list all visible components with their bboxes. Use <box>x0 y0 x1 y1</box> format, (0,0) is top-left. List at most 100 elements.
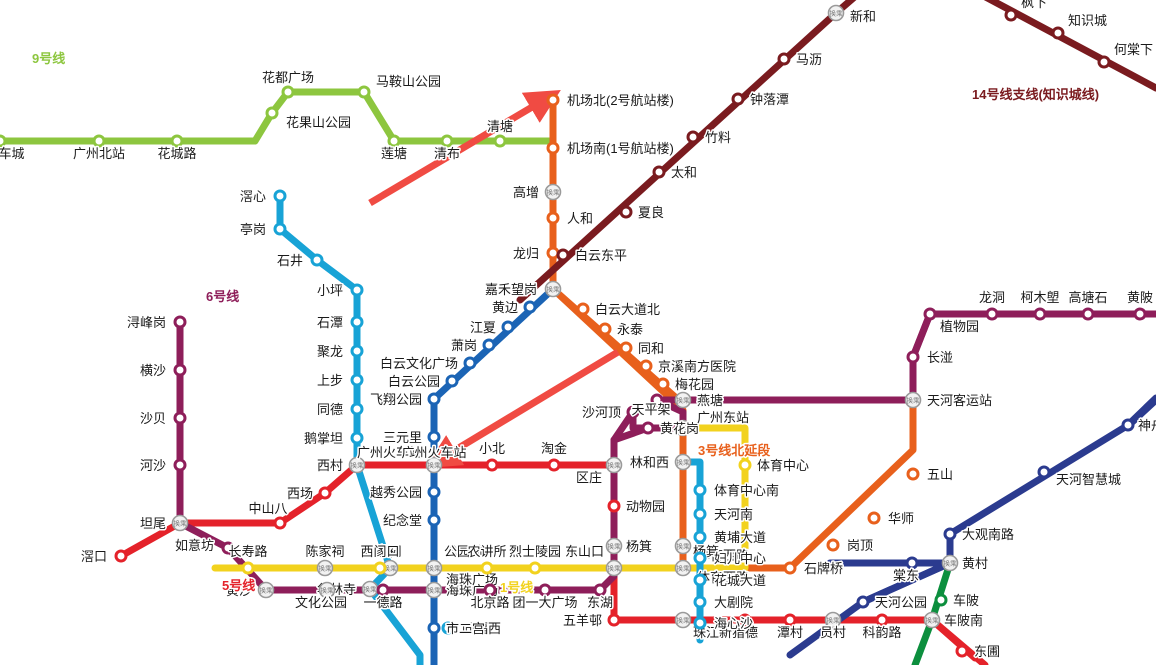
station-五山[interactable]: 五山 <box>906 466 955 484</box>
station-广州火车站[interactable]: 广州火车站 <box>400 444 468 462</box>
station-天河客运站[interactable]: 换乘天河客运站 <box>904 392 994 410</box>
station-长寿路[interactable]: 长寿路 <box>227 543 269 575</box>
station-人和[interactable]: 人和 <box>546 210 595 228</box>
station-体育中心[interactable]: 体育中心 <box>738 457 811 475</box>
station-烈士陵园[interactable]: 烈士陵园 <box>507 543 563 575</box>
station-何棠下[interactable]: 何棠下 <box>1097 41 1155 69</box>
station-梅花园[interactable]: 梅花园 <box>656 376 716 394</box>
station-花都汽车城[interactable]: 花都汽车城 <box>0 134 26 163</box>
station-钟落潭[interactable]: 钟落潭 <box>731 91 791 109</box>
station-西村[interactable]: 西村 <box>315 457 344 475</box>
station-龙洞[interactable]: 龙洞 <box>977 289 1007 321</box>
station-天平架[interactable]: 天平架 <box>630 393 672 419</box>
station-同福西[interactable]: 同福西 <box>441 620 503 638</box>
station-长湴[interactable]: 长湴 <box>906 349 955 367</box>
station-白云大道北[interactable]: 白云大道北 <box>576 301 662 319</box>
station-石井[interactable]: 石井 <box>275 252 324 270</box>
station-如意坊[interactable]: 如意坊 <box>173 537 235 555</box>
station-神舟路[interactable]: 神舟路 <box>1121 417 1156 435</box>
station-市二宫[interactable]: 市二宫 <box>427 620 487 638</box>
station-动物园[interactable]: 动物园 <box>607 498 667 516</box>
station-花都广场[interactable]: 花都广场 <box>260 69 316 99</box>
station-西门口[interactable]: 西门口 <box>359 543 401 575</box>
station-浔峰岗[interactable]: 浔峰岗 <box>125 314 187 332</box>
station-淘金[interactable]: 淘金 <box>539 440 569 472</box>
station-黄花岗[interactable]: 黄花岗 <box>641 420 701 438</box>
station-天河南[interactable]: 天河南 <box>693 506 755 524</box>
station-白云东平[interactable]: 白云东平 <box>556 247 629 265</box>
station-沙贝[interactable]: 沙贝 <box>138 410 187 428</box>
station-五羊邨[interactable]: 五羊邨 <box>561 612 621 630</box>
station-天河智慧城[interactable]: 天河智慧城 <box>1037 465 1123 489</box>
station-广州东站[interactable]: 广州东站 <box>696 409 751 427</box>
station-坦尾[interactable]: 坦尾 <box>138 515 167 533</box>
station-高塘石[interactable]: 高塘石 <box>1067 289 1109 321</box>
station-天河公园[interactable]: 天河公园 <box>856 594 929 612</box>
station-石牌桥[interactable]: 石牌桥 <box>783 560 845 578</box>
station-新和[interactable]: 换乘新和 <box>827 4 878 26</box>
station-沙河顶[interactable]: 沙河顶 <box>580 404 640 422</box>
station-横沙[interactable]: 横沙 <box>138 362 187 380</box>
station-体育中心南[interactable]: 体育中心南 <box>693 482 781 500</box>
station-枫下[interactable]: 枫下 <box>1004 0 1049 22</box>
station-北京路[interactable]: 北京路 <box>469 583 511 612</box>
station-黄埔大道[interactable]: 黄埔大道 <box>693 529 768 547</box>
station-花果山公园[interactable]: 花果山公园 <box>265 106 353 132</box>
station-鹅掌坦[interactable]: 鹅掌坦 <box>302 430 364 448</box>
station-西场[interactable]: 西场 <box>285 485 332 503</box>
station-飞翔公园[interactable]: 飞翔公园 <box>368 391 441 409</box>
station-天河客运站[interactable]: 天河客运站 <box>926 392 994 410</box>
station-岗顶[interactable]: 岗顶 <box>826 537 875 555</box>
station-东湖[interactable]: 东湖 <box>585 583 615 612</box>
station-潭村[interactable]: 潭村 <box>775 613 805 642</box>
station-夏良[interactable]: 夏良 <box>619 204 666 222</box>
station-永泰[interactable]: 永泰 <box>598 321 645 339</box>
station-机场南(1号航站楼)[interactable]: 机场南(1号航站楼) <box>546 140 675 158</box>
station-太和[interactable]: 太和 <box>652 164 699 182</box>
station-黄陂[interactable]: 黄陂 <box>1125 289 1155 321</box>
station-白云公园[interactable]: 白云公园 <box>386 373 459 391</box>
station-石潭[interactable]: 石潭 <box>315 314 364 332</box>
station-海珠广场[interactable]: 海珠广场 <box>445 571 500 589</box>
station-广州北站[interactable]: 广州北站 <box>71 134 127 163</box>
station-京溪南方医院[interactable]: 京溪南方医院 <box>639 358 738 376</box>
station-妇儿中心[interactable]: 妇儿中心 <box>693 550 768 568</box>
station-东圃[interactable]: 东圃 <box>955 643 1002 661</box>
station-黄村[interactable]: 换乘黄村 <box>941 555 990 573</box>
station-大观南路[interactable]: 大观南路 <box>943 526 1016 544</box>
station-纪念堂[interactable]: 纪念堂 <box>381 512 441 530</box>
station-莲塘[interactable]: 莲塘 <box>379 134 409 163</box>
station-同德[interactable]: 同德 <box>315 401 364 419</box>
station-团一大广场[interactable]: 团一大广场 <box>511 583 579 612</box>
station-黄边[interactable]: 黄边 <box>490 299 537 317</box>
station-知识城[interactable]: 知识城 <box>1051 12 1109 40</box>
station-柯木塱[interactable]: 柯木塱 <box>1019 289 1061 321</box>
station-一德路[interactable]: 一德路 <box>362 583 404 612</box>
station-中山八[interactable]: 中山八 <box>247 500 289 530</box>
station-竹料[interactable]: 竹料 <box>686 129 733 147</box>
station-嘉禾望岗[interactable]: 嘉禾望岗 <box>483 281 538 299</box>
station-燕塘[interactable]: 燕塘 <box>696 392 725 410</box>
station-车陂南[interactable]: 换乘车陂南 <box>923 612 985 630</box>
station-区庄[interactable]: 区庄 <box>574 469 603 487</box>
station-科韵路[interactable]: 科韵路 <box>861 613 903 642</box>
station-华师[interactable]: 华师 <box>867 510 916 528</box>
station-燕塘[interactable]: 换乘燕塘 <box>674 392 725 410</box>
station-清布[interactable]: 清布 <box>432 134 462 163</box>
station-滘口[interactable]: 滘口 <box>79 548 128 566</box>
station-猎德[interactable]: 猎德 <box>730 613 760 642</box>
station-花城大道[interactable]: 花城大道 <box>693 572 768 590</box>
station-江夏[interactable]: 江夏 <box>468 319 515 337</box>
station-大剧院[interactable]: 大剧院 <box>693 594 755 612</box>
